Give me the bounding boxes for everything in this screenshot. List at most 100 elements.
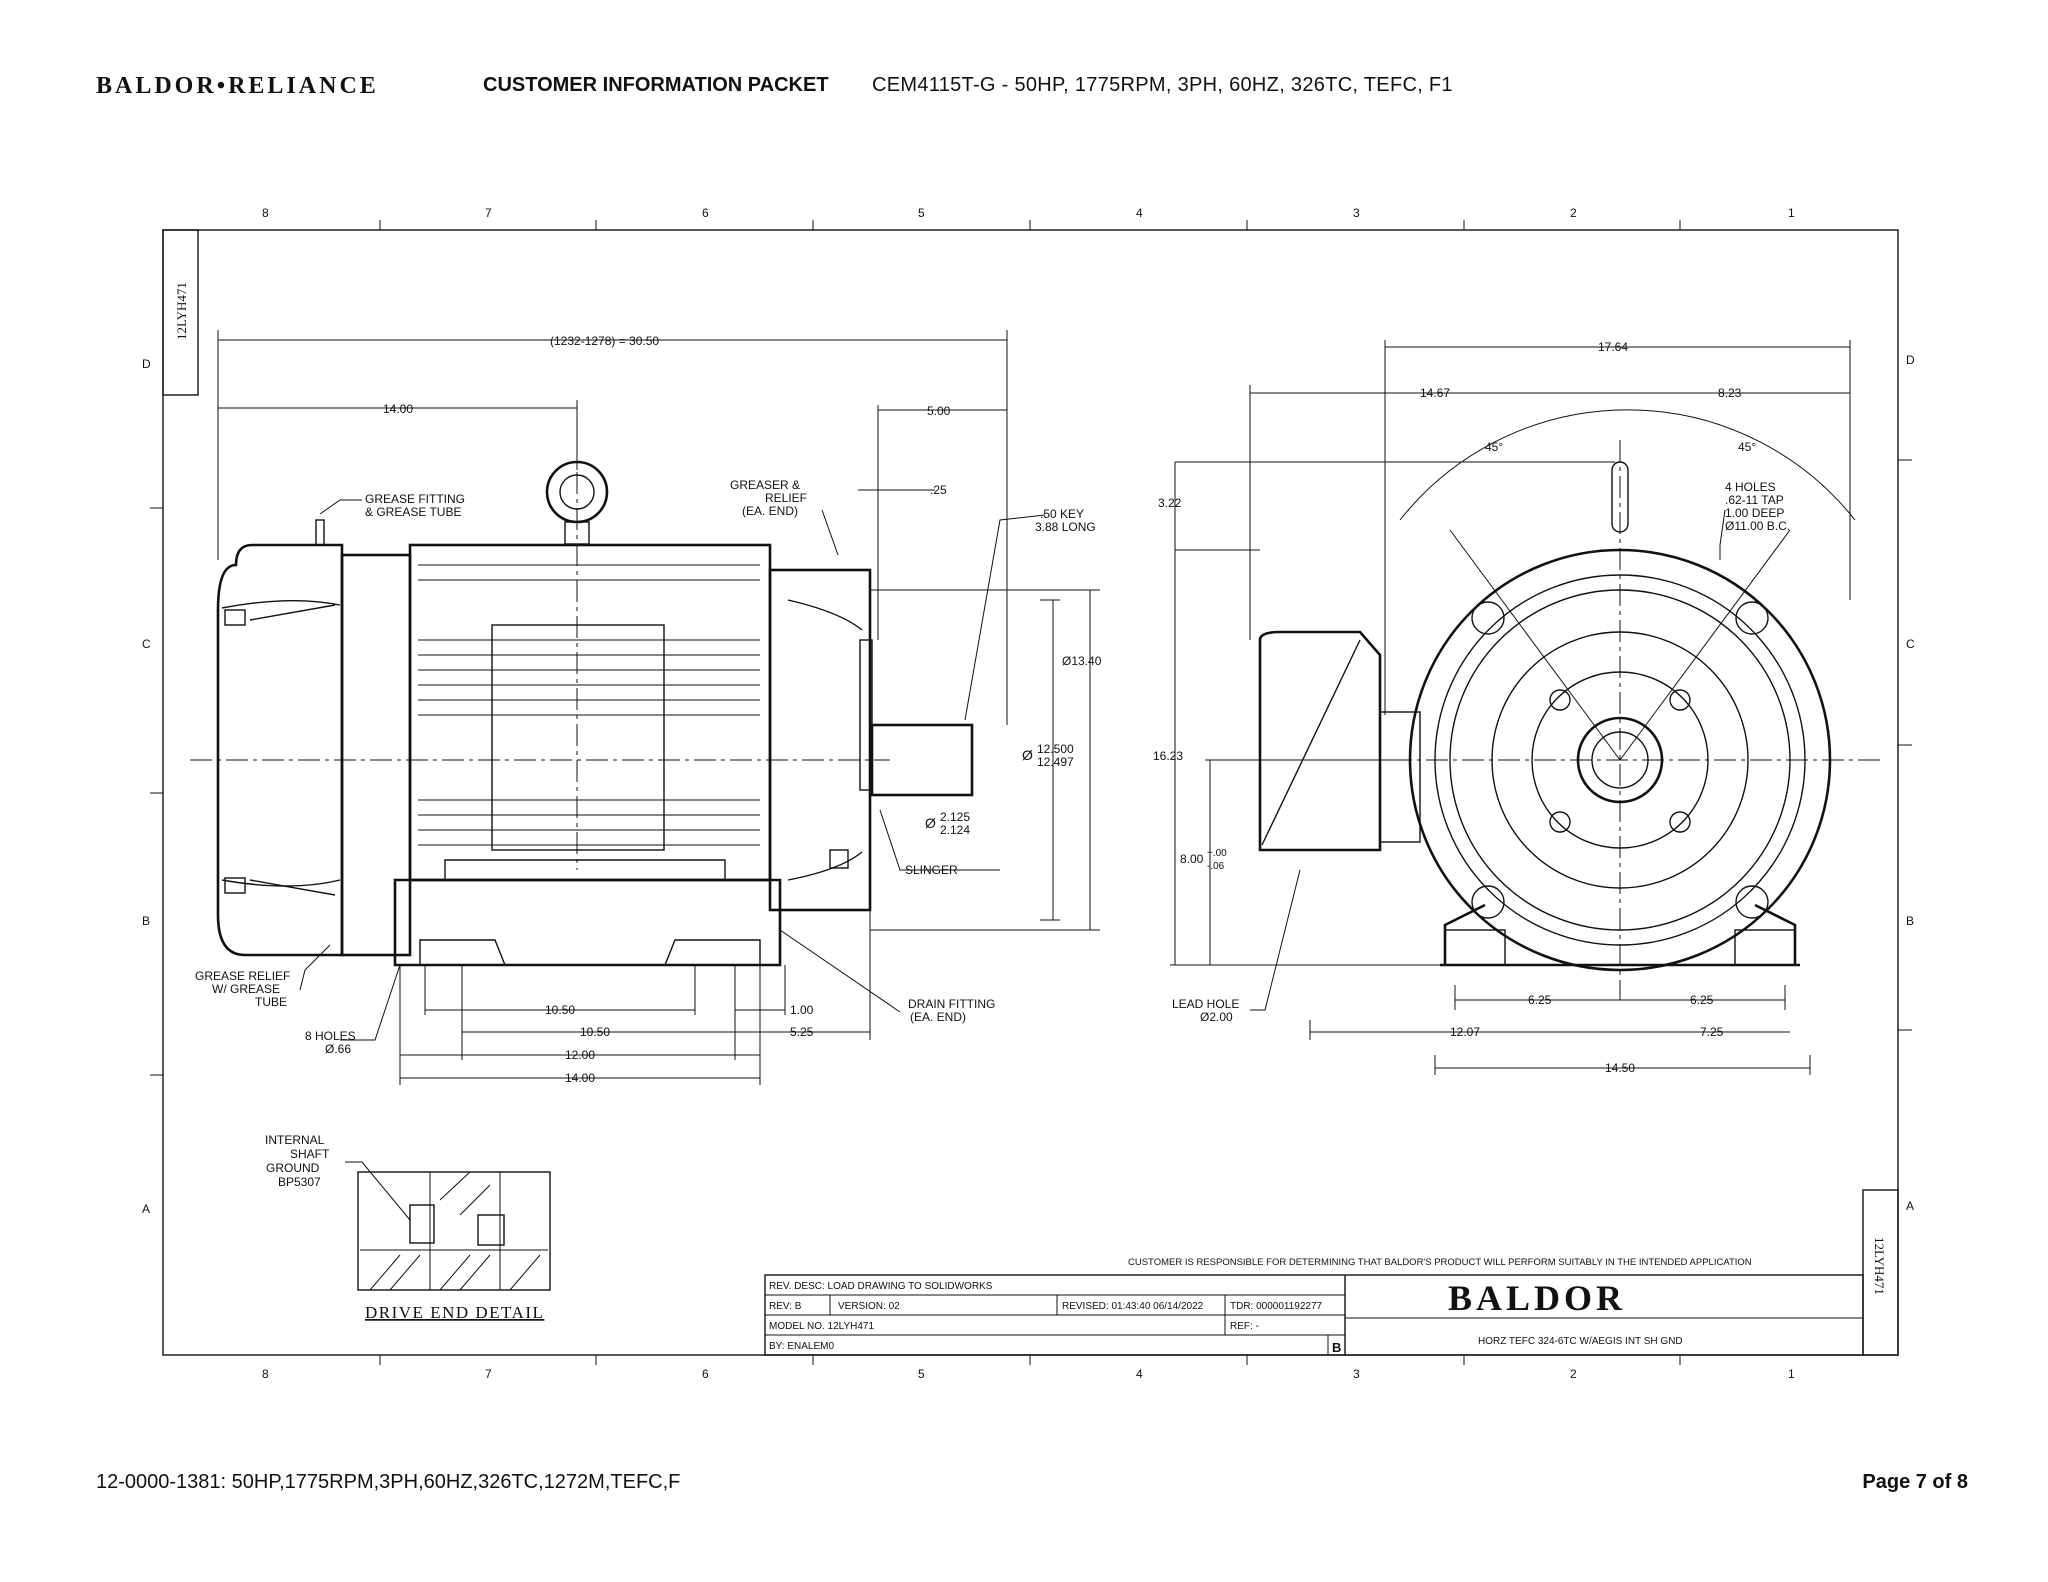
zone-bottom-8: 8 xyxy=(262,1367,269,1381)
zone-right-a: A xyxy=(1906,1199,1914,1213)
side-view xyxy=(190,400,974,967)
dim-14-50: 14.50 xyxy=(1605,1061,1635,1075)
zone-left-c: C xyxy=(142,637,151,651)
dim-14-67: 14.67 xyxy=(1420,386,1450,400)
dim-12-00: 12.00 xyxy=(565,1048,595,1062)
dim-10-50-b: 10.50 xyxy=(580,1025,610,1039)
label-slinger: SLINGER xyxy=(905,863,958,877)
title-rev-desc: REV. DESC: LOAD DRAWING TO SOLIDWORKS xyxy=(769,1281,993,1292)
disclaimer-text: CUSTOMER IS RESPONSIBLE FOR DETERMINING … xyxy=(1128,1257,1752,1268)
drawing-border xyxy=(162,229,1899,1356)
dim-dia-12-497: 12.497 xyxy=(1037,755,1074,769)
angle-45-left: 45° xyxy=(1485,440,1503,454)
drawing-number-box-top xyxy=(162,229,199,396)
detail-label-part: BP5307 xyxy=(278,1175,321,1189)
footer-part-number: 12-0000-1381: 50HP,1775RPM,3PH,60HZ,326T… xyxy=(96,1471,681,1493)
dim-14-00: 14.00 xyxy=(383,402,413,416)
label-8-holes: 8 HOLES xyxy=(305,1029,356,1043)
label-lead-hole: LEAD HOLE xyxy=(1172,997,1239,1011)
label-grease-fitting: GREASE FITTING xyxy=(365,492,465,506)
label-4-holes: 4 HOLES xyxy=(1725,480,1776,494)
dia-symbol-12500: Ø xyxy=(1022,747,1033,763)
end-view xyxy=(1258,440,1880,1000)
label-ea-end: (EA. END) xyxy=(742,504,798,518)
brand-separator: • xyxy=(216,72,229,99)
label-greaser: GREASER & xyxy=(730,478,800,492)
zone-right-c: C xyxy=(1906,637,1915,651)
detail-title: DRIVE END DETAIL xyxy=(365,1303,544,1322)
label-key-long: 3.88 LONG xyxy=(1035,520,1096,534)
detail-label-shaft: SHAFT xyxy=(290,1147,330,1161)
title-ref: REF: - xyxy=(1230,1321,1259,1332)
dim-5-25: 5.25 xyxy=(790,1025,814,1039)
dim-17-64: 17.64 xyxy=(1598,340,1628,354)
drawing-number-box-bottom xyxy=(1862,1189,1899,1356)
drawing-number-top: 12LYH471 xyxy=(174,282,189,340)
brand-logo: BALDOR • RELIANCE xyxy=(96,72,379,100)
zone-bottom-2: 2 xyxy=(1570,1367,1577,1381)
detail-label-internal: INTERNAL xyxy=(265,1133,325,1147)
zone-left-d: D xyxy=(142,357,151,371)
zone-top-5: 5 xyxy=(918,206,925,220)
dim-dia-2-124: 2.124 xyxy=(940,823,970,837)
dim-dia-12-500: 12.500 xyxy=(1037,742,1074,756)
dim-dia-13-40: Ø13.40 xyxy=(1062,654,1102,668)
product-description: CEM4115T-G - 50HP, 1775RPM, 3PH, 60HZ, 3… xyxy=(872,74,1453,96)
zone-top-8: 8 xyxy=(262,206,269,220)
footer-page-number: Page 7 of 8 xyxy=(1862,1471,1968,1493)
dim-10-50-a: 10.50 xyxy=(545,1003,575,1017)
side-view-labels: (1232-1278) = 30.50 14.00 5.00 .25 GREAS… xyxy=(195,334,1102,1085)
dia-symbol-2125: Ø xyxy=(925,815,936,831)
zone-bottom-1: 1 xyxy=(1788,1367,1795,1381)
zone-left-b: B xyxy=(142,914,150,928)
zone-top-6: 6 xyxy=(702,206,709,220)
title-rev: REV: B xyxy=(769,1301,802,1312)
dim-1-00: 1.00 xyxy=(790,1003,814,1017)
title-block xyxy=(764,1274,1864,1356)
title-version: VERSION: 02 xyxy=(838,1301,900,1312)
zone-top-2: 2 xyxy=(1570,206,1577,220)
dim-5-00: 5.00 xyxy=(927,404,951,418)
zone-top-7: 7 xyxy=(485,206,492,220)
label-key: .50 KEY xyxy=(1040,507,1084,521)
title-revised: REVISED: 01:43:40 06/14/2022 xyxy=(1062,1301,1204,1312)
side-view-dimensions xyxy=(217,330,1100,1085)
dim-16-23: 16.23 xyxy=(1153,749,1183,763)
drawing-number-bottom: 12LYH471 xyxy=(1872,1237,1887,1295)
zone-right-d: D xyxy=(1906,353,1915,367)
dim-12-07: 12.07 xyxy=(1450,1025,1480,1039)
dim-6-25-right: 6.25 xyxy=(1690,993,1714,1007)
zone-top-4: 4 xyxy=(1136,206,1143,220)
dim-8-23: 8.23 xyxy=(1718,386,1742,400)
label-grease-relief-2: W/ GREASE xyxy=(212,982,280,996)
dim-6-25-left: 6.25 xyxy=(1528,993,1552,1007)
angle-45-right: 45° xyxy=(1738,440,1756,454)
end-view-labels: 17.64 14.67 8.23 3.22 16.23 8.00 +.00 -.… xyxy=(1153,340,1790,1075)
dim-3-22: 3.22 xyxy=(1158,496,1182,510)
zone-bottom-5: 5 xyxy=(918,1367,925,1381)
label-bolt-circle: Ø11.00 B.C. xyxy=(1725,519,1790,533)
detail-label-ground: GROUND xyxy=(266,1161,320,1175)
dim-7-25: 7.25 xyxy=(1700,1025,1724,1039)
zone-bottom-7: 7 xyxy=(485,1367,492,1381)
zone-ticks xyxy=(150,220,1912,1365)
brand-name: BALDOR xyxy=(96,72,217,99)
label-grease-relief-3: TUBE xyxy=(255,995,287,1009)
title-model: MODEL NO. 12LYH471 xyxy=(769,1321,874,1332)
dim-dia-2-125: 2.125 xyxy=(940,810,970,824)
zone-top-3: 3 xyxy=(1353,206,1360,220)
zone-left-a: A xyxy=(142,1202,150,1216)
dim-overall-length: (1232-1278) = 30.50 xyxy=(550,334,659,348)
zone-bottom-6: 6 xyxy=(702,1367,709,1381)
drive-end-detail xyxy=(345,1161,551,1291)
packet-title: CUSTOMER INFORMATION PACKET xyxy=(483,74,829,96)
title-baldor-logo: BALDOR xyxy=(1448,1278,1626,1318)
title-by: BY: ENALEM0 xyxy=(769,1341,834,1352)
dim-14-00-base: 14.00 xyxy=(565,1071,595,1085)
label-grease-relief: GREASE RELIEF xyxy=(195,969,290,983)
dim-8-00-tol-minus: -.06 xyxy=(1207,861,1225,872)
label-relief: RELIEF xyxy=(765,491,807,505)
end-view-dimensions xyxy=(1170,340,1856,1075)
dim-8-00-tol-plus: +.00 xyxy=(1207,848,1227,859)
